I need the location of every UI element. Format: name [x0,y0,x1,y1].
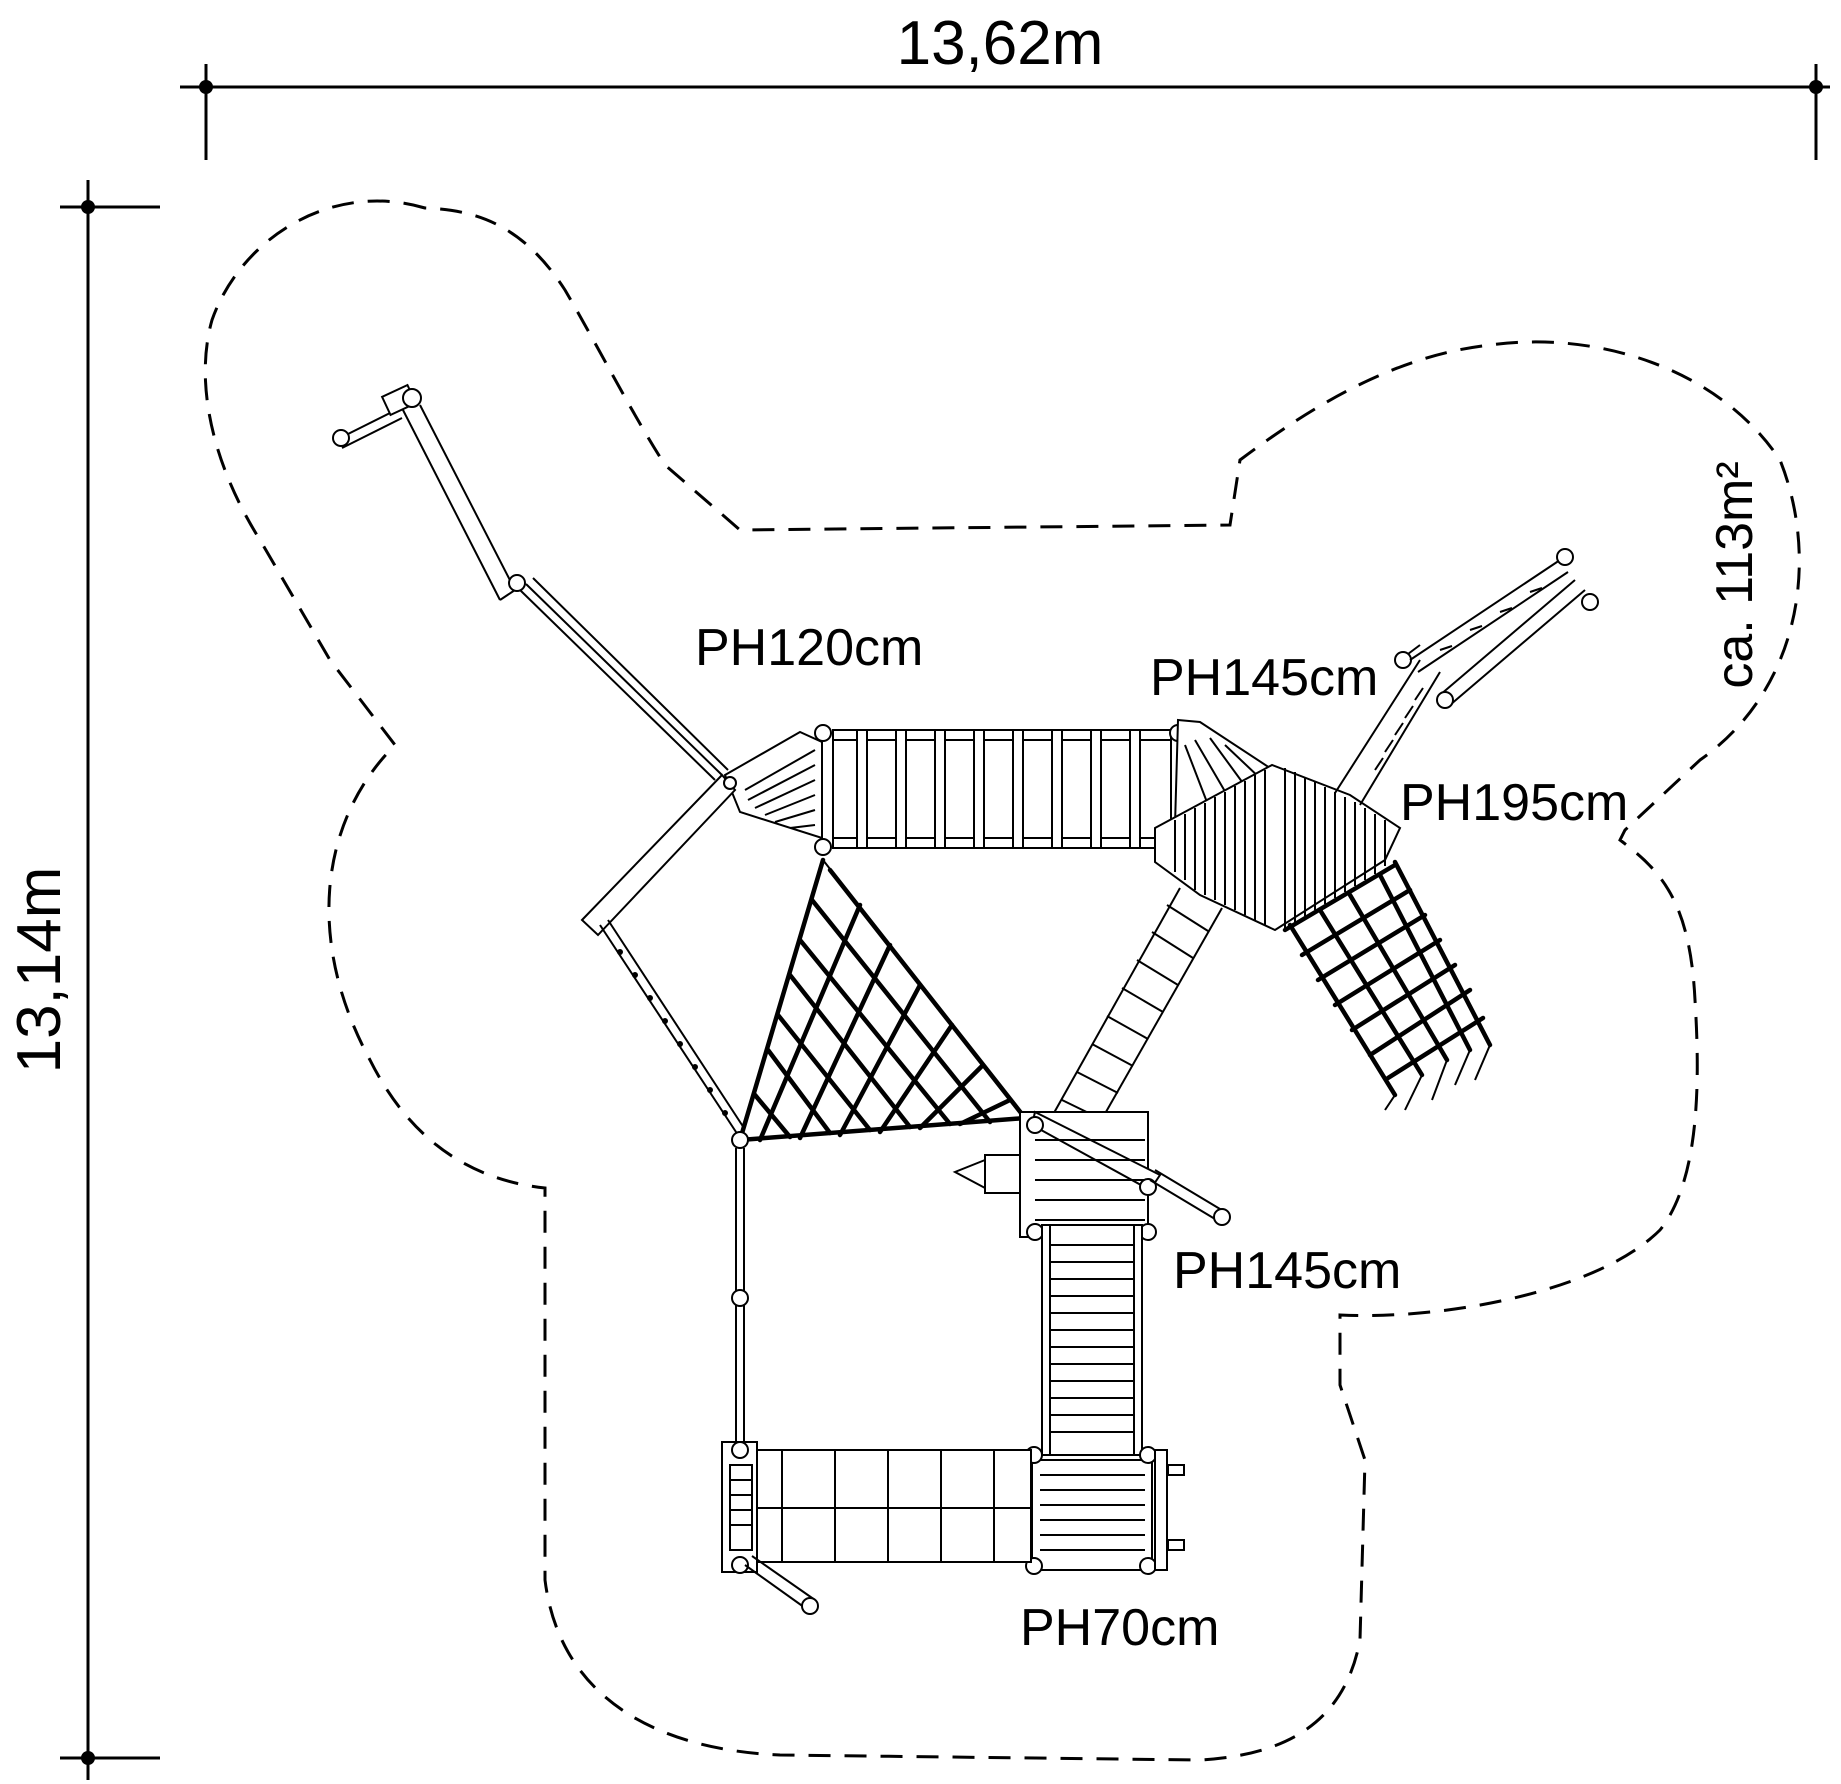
cargo-net-right [1282,859,1493,1111]
arch-ladder [1334,548,1599,806]
climbing-net-triangle [737,857,1028,1143]
height-label: 13,14m [5,867,74,1074]
small-end-platform [721,1441,819,1615]
area-label: ca. 113m² [1706,461,1764,688]
platform-ph195 [1154,763,1402,932]
platform-label-ph70: PH70cm [1020,1599,1219,1657]
platform-label-ph120: PH120cm [695,619,923,677]
platform-label-ph145-lower: PH145cm [1173,1242,1401,1300]
rope-left [599,919,749,1445]
crawl-tunnel [754,1449,1032,1563]
platform-ph70 [1025,1446,1185,1575]
width-label: 13,62m [897,9,1104,78]
platform-ph145-lower [952,1110,1231,1241]
safety-zone-outline [203,199,1801,1762]
width-dimension: 13,62m [180,9,1830,160]
height-dimension: 13,14m [5,180,160,1780]
rope-bridge [832,724,1187,849]
platform-ph120 [580,724,832,937]
ramp-vertical [1041,1224,1143,1456]
platform-label-ph195: PH195cm [1400,774,1628,832]
slide-long [332,383,729,781]
ladder-diagonal [1049,887,1223,1141]
platform-label-ph145-upper: PH145cm [1150,649,1378,707]
